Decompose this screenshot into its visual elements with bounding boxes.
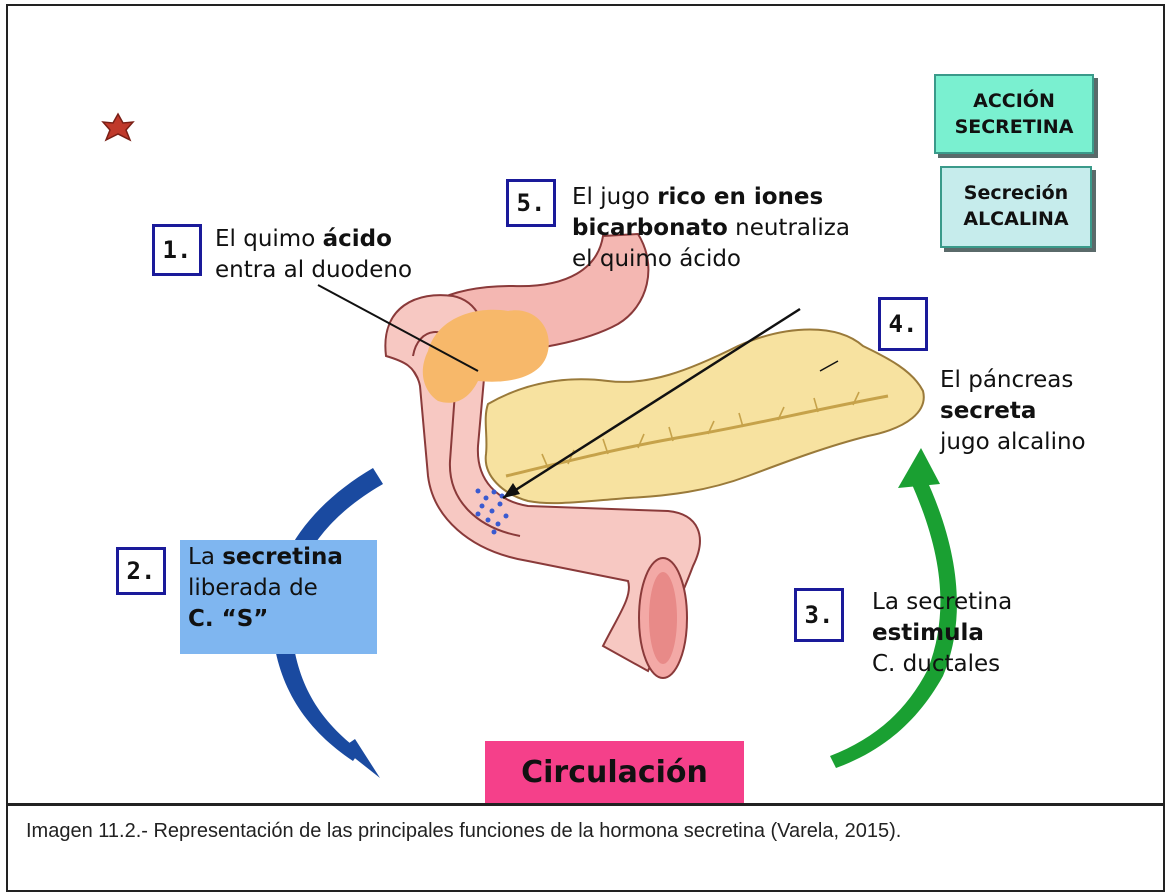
step-text-bold: estimula xyxy=(872,620,984,646)
step-2-text: La secretina liberada de C. “S” xyxy=(188,542,343,635)
step-text-bold: rico en iones xyxy=(657,184,823,210)
step-3-text: La secretina estimula C. ductales xyxy=(872,587,1012,680)
step-text-bold: secretina xyxy=(222,544,343,570)
step-text-part: El quimo xyxy=(215,226,323,252)
step-5-number: 5. xyxy=(506,179,556,227)
step-1-number: 1. xyxy=(152,224,202,276)
step-1-text: El quimo ácido entra al duodeno xyxy=(215,224,412,286)
figure-caption: Imagen 11.2.- Representación de las prin… xyxy=(6,805,1165,892)
badge-line: ACCIÓN xyxy=(936,88,1092,114)
step-4-text: El páncreas secreta jugo alcalino xyxy=(940,365,1086,458)
asterisk-icon xyxy=(103,114,133,140)
badge-line: Secreción xyxy=(942,180,1090,206)
step-2-number: 2. xyxy=(116,547,166,595)
badge-line: SECRETINA xyxy=(936,114,1092,140)
step-text-bold: ácido xyxy=(323,226,392,252)
step-text-part: El jugo xyxy=(572,184,657,210)
step-text-line: C. “S” xyxy=(188,604,343,635)
pancreas xyxy=(486,330,924,504)
step-3-number: 3. xyxy=(794,588,844,642)
step-text-line: entra al duodeno xyxy=(215,255,412,286)
step-text-part: La xyxy=(188,544,222,570)
step-text-line: La secretina xyxy=(872,587,1012,618)
diagram-figure: ACCIÓN SECRETINA Secreción ALCALINA 1. E… xyxy=(6,4,1165,805)
step-text-line: liberada de xyxy=(188,573,343,604)
step-text-bold: secreta xyxy=(940,398,1036,424)
step-text-part: neutraliza xyxy=(728,215,850,241)
step-text-line: jugo alcalino xyxy=(940,427,1086,458)
secrecion-alcalina-badge: Secreción ALCALINA xyxy=(940,166,1092,248)
step-text-bold: bicarbonato xyxy=(572,215,728,241)
badge-line: ALCALINA xyxy=(942,206,1090,232)
step-4-number: 4. xyxy=(878,297,928,351)
step-text-line: el quimo ácido xyxy=(572,244,850,275)
accion-secretina-badge: ACCIÓN SECRETINA xyxy=(934,74,1094,154)
circulation-label: Circulación xyxy=(485,741,744,803)
step-text-line: El páncreas xyxy=(940,365,1086,396)
step-5-text: El jugo rico en iones bicarbonato neutra… xyxy=(572,182,850,275)
step-text-line: C. ductales xyxy=(872,649,1012,680)
